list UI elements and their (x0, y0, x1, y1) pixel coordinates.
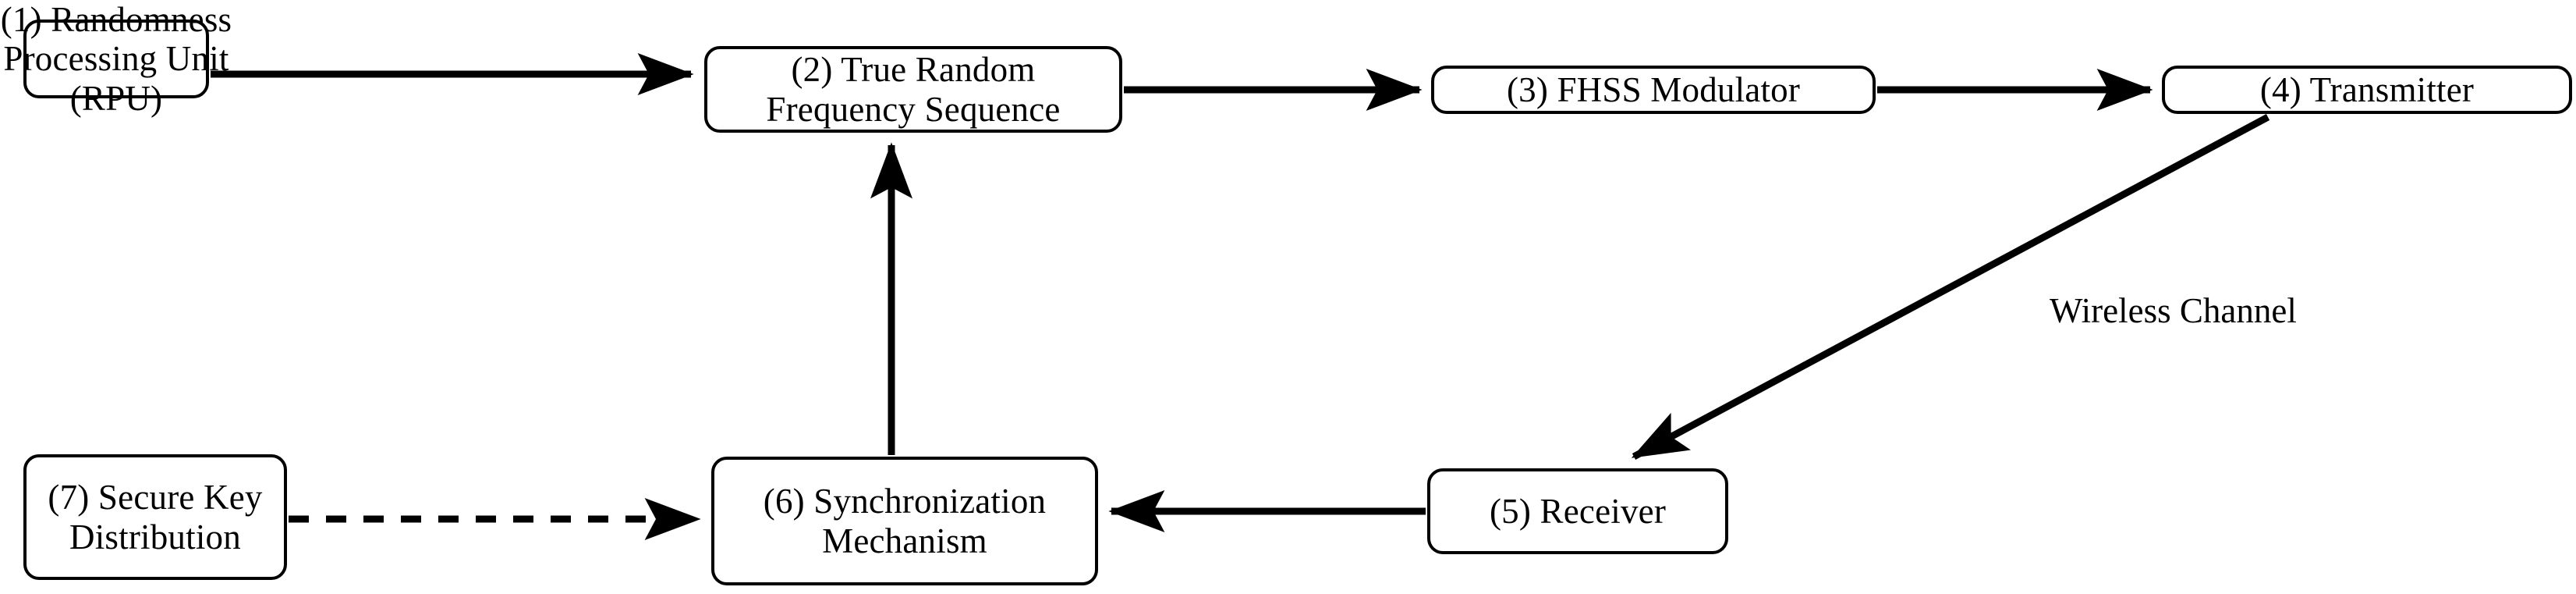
node-secure-key-distribution[interactable]: (7) Secure Key Distribution (23, 454, 287, 580)
node-5-line-1: (5) Receiver (1489, 491, 1667, 531)
node-1-line-3: (RPU) (69, 78, 163, 118)
node-true-random-frequency-sequence[interactable]: (2) True Random Frequency Sequence (704, 46, 1122, 133)
node-transmitter[interactable]: (4) Transmitter (2162, 66, 2572, 114)
node-synchronization-mechanism[interactable]: (6) Synchronization Mechanism (711, 457, 1098, 585)
node-receiver[interactable]: (5) Receiver (1427, 468, 1728, 554)
node-6-line-2: Mechanism (822, 521, 987, 560)
node-2-line-2: Frequency Sequence (766, 89, 1061, 129)
node-1-line-2: Processing Unit (3, 39, 229, 79)
node-fhss-modulator[interactable]: (3) FHSS Modulator (1431, 66, 1876, 114)
node-7-line-1: (7) Secure Key (48, 478, 263, 518)
wireless-channel-label: Wireless Channel (2050, 291, 2297, 330)
edge-transmitter-to-receiver (1631, 114, 2270, 460)
node-6-line-1: (6) Synchronization (763, 482, 1047, 521)
node-4-line-1: (4) Transmitter (2259, 69, 2475, 109)
node-2-line-1: (2) True Random (791, 50, 1036, 90)
node-3-line-1: (3) FHSS Modulator (1506, 69, 1801, 109)
node-7-line-2: Distribution (69, 517, 241, 557)
node-randomness-processing-unit[interactable]: (1) Randomness Processing Unit (RPU) (1, 0, 232, 118)
node-1-line-1: (1) Randomness (0, 0, 232, 39)
